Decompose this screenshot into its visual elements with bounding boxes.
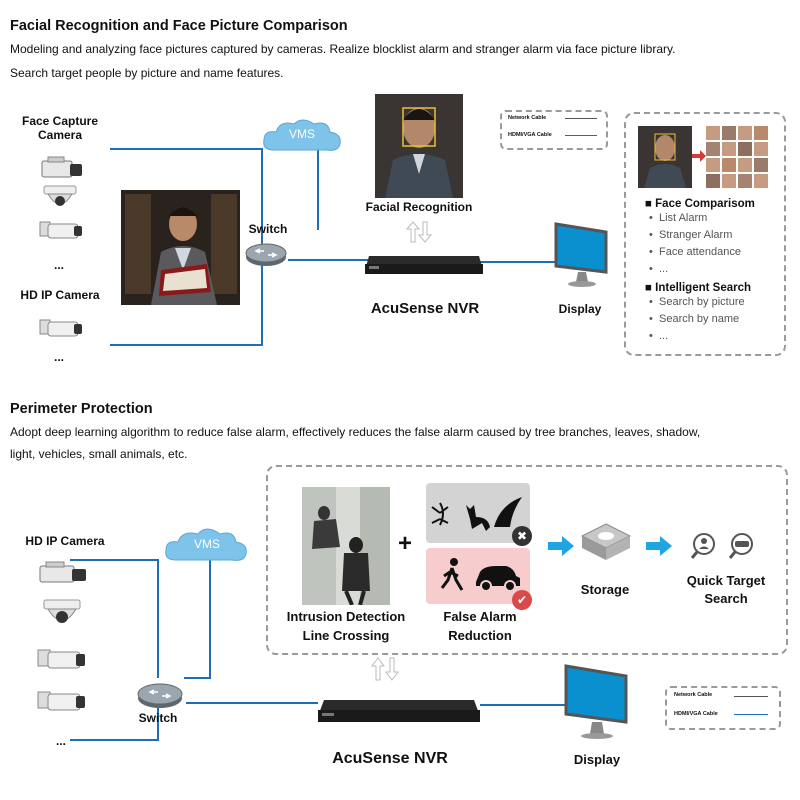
legend-network-line xyxy=(734,696,768,697)
bullet-camera-icon xyxy=(39,319,82,337)
section2-desc-line2: light, vehicles, small animals, etc. xyxy=(10,447,188,461)
list-item: Stranger Alarm xyxy=(645,227,780,244)
cable-legend xyxy=(665,686,781,730)
camera-ellipsis: ... xyxy=(54,350,65,364)
search-person-car-icon xyxy=(690,533,753,559)
legend-network-label: Network Cable xyxy=(674,692,713,698)
list-item: Face attendance xyxy=(645,244,780,261)
section2-title: Perimeter Protection xyxy=(10,401,153,417)
facial-recognition-label: Facial Recognition xyxy=(365,200,473,214)
section1-desc-line2: Search target people by picture and name… xyxy=(10,66,284,80)
storage-icon xyxy=(580,523,632,560)
section1-title: Facial Recognition and Face Picture Comp… xyxy=(10,18,348,34)
section1-desc-line1: Modeling and analyzing face pictures cap… xyxy=(10,42,676,56)
face-comparison-heading: ■ Face Comparisom xyxy=(645,198,755,210)
quick-target-search-label: Quick Target Search xyxy=(686,573,766,606)
intrusion-photo xyxy=(302,487,390,605)
accept-badge-icon: ✔ xyxy=(512,590,532,610)
bullet-camera-icon xyxy=(37,691,85,711)
hd-ip-camera-label: HD IP Camera xyxy=(25,534,105,548)
section1-connection-lines xyxy=(110,148,555,346)
face-library-grid xyxy=(706,126,768,188)
features-panel xyxy=(624,112,786,356)
camera-ellipsis: ... xyxy=(56,734,67,748)
switch-label: Switch xyxy=(248,222,288,236)
list-item: ... xyxy=(645,328,780,345)
perimeter-pipeline-panel xyxy=(266,465,788,655)
list-item: List Alarm xyxy=(645,210,780,227)
box-camera-icon xyxy=(41,156,82,178)
legend-hdmi-label: HDMI/VGA Cable xyxy=(508,132,552,138)
face-recognition-photo xyxy=(375,94,463,198)
display-monitor-icon xyxy=(564,664,628,739)
bidirectional-arrow-icon xyxy=(405,221,433,243)
camera-ellipsis: ... xyxy=(54,258,65,272)
arrow-right-icon xyxy=(548,536,574,556)
intelligent-search-heading: ■ Intelligent Search xyxy=(645,282,752,294)
bullet-camera-icon xyxy=(39,221,82,239)
arrow-right-icon xyxy=(646,536,672,556)
section2-desc-line1: Adopt deep learning algorithm to reduce … xyxy=(10,425,701,439)
face-capture-camera-label: Face Capture Camera xyxy=(21,114,99,142)
legend-hdmi-line xyxy=(565,135,597,136)
list-item: ... xyxy=(645,261,780,278)
false-alarm-label: False Alarm Reduction xyxy=(443,609,517,643)
legend-hdmi-line xyxy=(734,714,768,715)
display-label: Display xyxy=(558,302,602,316)
section2-connection-lines xyxy=(70,545,565,741)
reject-badge-icon: ✖ xyxy=(512,526,532,546)
captured-face-thumbnail xyxy=(638,126,692,188)
legend-network-label: Network Cable xyxy=(508,115,547,121)
box-camera-icon xyxy=(39,561,86,583)
vms-label: VMS xyxy=(193,537,220,551)
bullet-camera-icon xyxy=(37,649,85,669)
storage-label: Storage xyxy=(580,582,630,597)
arrow-right-icon xyxy=(692,150,706,162)
nvr-device-icon xyxy=(365,256,483,274)
hd-ip-camera-label: HD IP Camera xyxy=(20,288,100,302)
intrusion-label: Intrusion Detection Line Crossing xyxy=(286,609,406,643)
bidirectional-arrow-icon xyxy=(371,657,399,681)
dome-camera-icon xyxy=(43,599,81,623)
man-reading-photo xyxy=(121,190,240,305)
nvr-device-icon xyxy=(318,700,480,722)
nvr-label: AcuSense NVR xyxy=(370,300,480,317)
dome-camera-icon xyxy=(43,185,77,206)
nvr-label: AcuSense NVR xyxy=(332,750,448,767)
cable-legend xyxy=(500,110,608,150)
legend-network-line xyxy=(565,118,597,119)
switch-icon xyxy=(137,683,183,708)
display-monitor-icon xyxy=(554,222,608,287)
switch-label: Switch xyxy=(138,711,178,725)
plus-sign: + xyxy=(398,530,413,557)
vms-cloud-icon xyxy=(263,119,341,151)
switch-icon xyxy=(245,243,287,266)
display-label: Display xyxy=(573,752,621,767)
list-item: Search by name xyxy=(645,311,780,328)
legend-hdmi-label: HDMI/VGA Cable xyxy=(674,711,718,717)
list-item: Search by picture xyxy=(645,294,780,311)
features-list: ■ Face Comparisom List Alarm Stranger Al… xyxy=(645,198,780,345)
vms-label: VMS xyxy=(288,127,315,141)
vms-cloud-icon xyxy=(165,528,247,561)
